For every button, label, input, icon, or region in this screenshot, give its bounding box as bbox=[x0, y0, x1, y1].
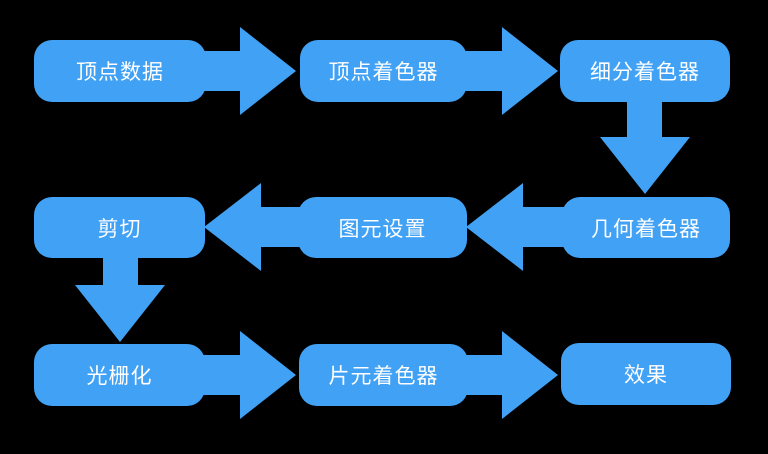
node-geometry-shader: 几何着色器 bbox=[562, 197, 730, 258]
arrow-fragment-shader-to-result-icon bbox=[465, 331, 558, 419]
node-geometry-shader-label: 几何着色器 bbox=[591, 217, 701, 241]
arrow-primitive-setup-to-clipping-icon bbox=[204, 183, 300, 271]
node-vertex-data: 顶点数据 bbox=[34, 40, 206, 102]
arrow-clipping-to-rasterization-icon bbox=[75, 255, 165, 342]
node-primitive-setup-label: 图元设置 bbox=[338, 217, 427, 241]
arrow-vertex-data-to-vertex-shader-icon bbox=[203, 27, 296, 115]
node-clipping: 剪切 bbox=[34, 197, 205, 258]
node-vertex-data-label: 顶点数据 bbox=[76, 61, 164, 84]
node-result-label: 效果 bbox=[624, 364, 668, 387]
node-tessellation-shader: 细分着色器 bbox=[560, 40, 730, 102]
node-rasterization: 光栅化 bbox=[34, 344, 205, 406]
node-vertex-shader: 顶点着色器 bbox=[300, 40, 467, 102]
arrow-geometry-shader-to-primitive-setup-icon bbox=[466, 183, 564, 271]
arrow-vertex-shader-to-tessellation-shader-icon bbox=[464, 27, 558, 115]
arrow-tessellation-shader-to-geometry-shader-icon bbox=[600, 99, 690, 194]
node-rasterization-label: 光栅化 bbox=[86, 365, 153, 388]
node-primitive-setup: 图元设置 bbox=[298, 197, 467, 258]
arrow-rasterization-to-fragment-shader-icon bbox=[203, 331, 296, 419]
node-tessellation-shader-label: 细分着色器 bbox=[590, 61, 700, 84]
node-fragment-shader: 片元着色器 bbox=[299, 344, 468, 406]
node-vertex-shader-label: 顶点着色器 bbox=[328, 61, 439, 84]
node-clipping-label: 剪切 bbox=[97, 217, 142, 241]
node-result: 效果 bbox=[561, 343, 731, 405]
node-fragment-shader-label: 片元着色器 bbox=[328, 365, 439, 388]
